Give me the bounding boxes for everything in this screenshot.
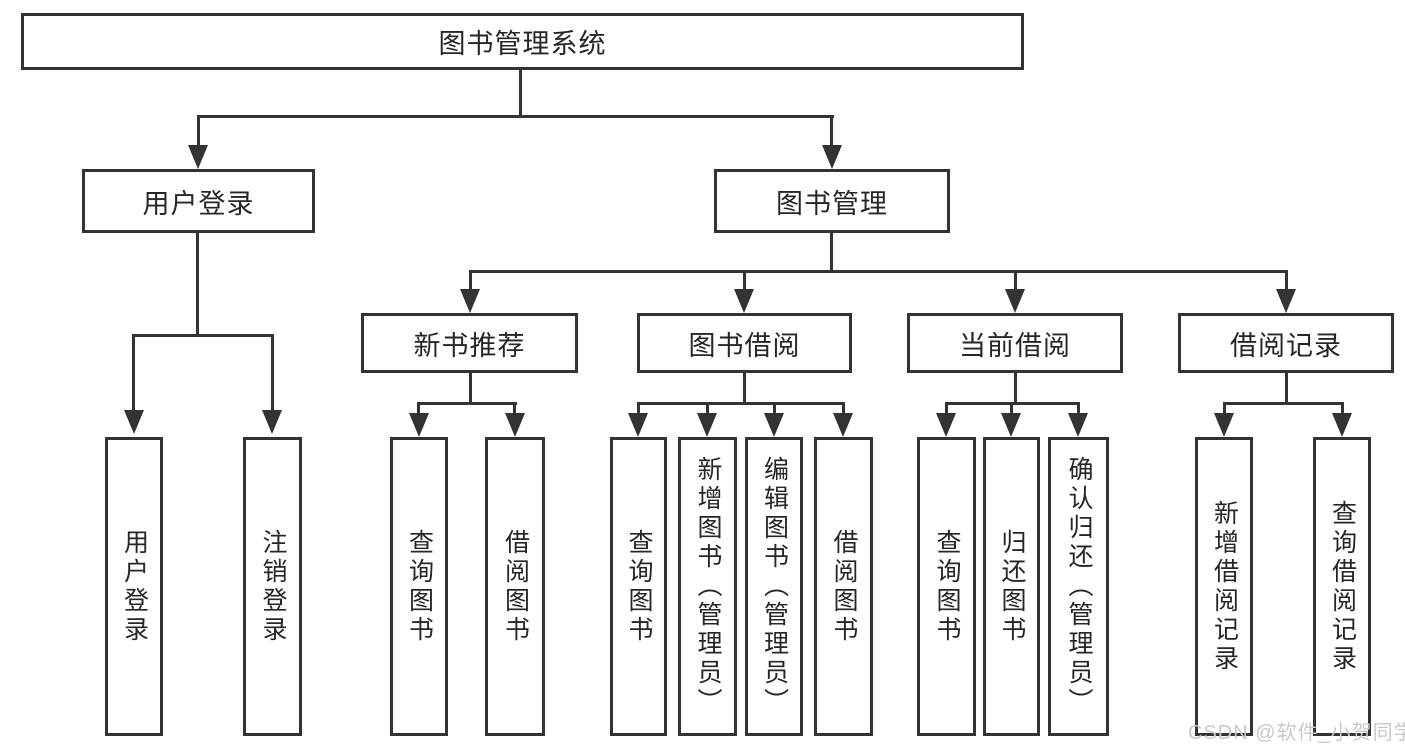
- node-user-login-label: 用户登录: [142, 188, 255, 219]
- connector-g1-hline: [418, 402, 517, 405]
- leaf-user-login: 用户登录: [105, 437, 163, 736]
- connector-g1-drop-1: [417, 402, 420, 415]
- leaf-confirm-return-admin-label: 确认归还（管理员）: [1065, 456, 1093, 717]
- arrow-down-current-borrow: [1005, 289, 1025, 313]
- leaf-edit-books-admin: 编辑图书（管理员）: [745, 437, 803, 736]
- leaf-confirm-return-admin: 确认归还（管理员）: [1048, 437, 1109, 736]
- arrow-down-g2-2: [697, 413, 717, 437]
- connector-g1-drop-2: [513, 402, 516, 415]
- connector-drop-borrow-record: [1285, 270, 1288, 292]
- leaf-query-books-3-label: 查询图书: [933, 528, 961, 645]
- connector-g2-drop-2: [706, 402, 709, 415]
- node-root-label: 图书管理系统: [438, 29, 607, 59]
- connector-book-management-stem: [830, 233, 833, 273]
- leaf-query-borrow-record-label: 查询借阅记录: [1328, 499, 1357, 674]
- arrow-down-g1-2: [505, 413, 525, 437]
- connector-g3-drop-3: [1077, 402, 1080, 415]
- connector-g2-drop-3: [773, 402, 776, 415]
- connector-drop-book-borrow: [743, 270, 746, 292]
- connector-user-login-hline: [132, 334, 274, 337]
- leaf-add-books-admin: 新增图书（管理员）: [678, 437, 737, 736]
- connector-g3-drop-2: [1010, 402, 1013, 415]
- arrow-down-book-borrow: [734, 289, 754, 313]
- node-current-borrow: 当前借阅: [907, 313, 1123, 373]
- leaf-borrow-books-2: 借阅图书: [814, 437, 873, 736]
- connector-drop-leaf-login: [132, 334, 135, 412]
- arrow-down-g3-3: [1068, 413, 1088, 437]
- arrow-down-new-book: [460, 289, 480, 313]
- connector-g4-drop-1: [1223, 402, 1226, 415]
- arrow-down-g2-3: [764, 413, 784, 437]
- connector-drop-leaf-logout: [271, 334, 274, 412]
- leaf-borrow-books-2-label: 借阅图书: [830, 528, 858, 645]
- leaf-borrow-books-1: 借阅图书: [485, 437, 545, 736]
- arrow-down-g3-2: [1001, 413, 1021, 437]
- arrow-down-leaf-login: [124, 410, 144, 434]
- connector-drop-user-login: [197, 115, 200, 147]
- connector-root-hline: [197, 115, 834, 118]
- arrow-down-leaf-logout: [262, 410, 282, 434]
- leaf-query-books-2: 查询图书: [610, 437, 667, 736]
- arrow-down-g2-4: [833, 413, 853, 437]
- leaf-query-books-3: 查询图书: [917, 437, 976, 736]
- arrow-down-borrow-record: [1276, 289, 1296, 313]
- arrow-down-book-management: [822, 145, 842, 169]
- node-book-borrow: 图书借阅: [637, 313, 852, 373]
- node-root: 图书管理系统: [21, 13, 1024, 70]
- node-new-book-recommend: 新书推荐: [361, 313, 578, 373]
- connector-g2-drop-1: [637, 402, 640, 415]
- node-new-book-recommend-label: 新书推荐: [413, 330, 526, 361]
- leaf-add-borrow-record-label: 新增借阅记录: [1210, 499, 1239, 674]
- arrow-down-g4-1: [1214, 413, 1234, 437]
- leaf-borrow-books-1-label: 借阅图书: [501, 528, 530, 645]
- connector-g4-hline: [1223, 402, 1343, 405]
- node-book-management-label: 图书管理: [776, 188, 888, 219]
- connector-g3-stem: [1014, 373, 1017, 405]
- connector-g3-drop-1: [945, 402, 948, 415]
- leaf-edit-books-admin-label: 编辑图书（管理员）: [760, 456, 789, 717]
- connector-level3-hline: [469, 270, 1287, 273]
- connector-g4-drop-2: [1341, 402, 1344, 415]
- connector-g2-hline: [637, 402, 845, 405]
- arrow-down-g3-1: [936, 413, 956, 437]
- leaf-return-books: 归还图书: [983, 437, 1040, 736]
- leaf-query-books-1: 查询图书: [390, 437, 448, 736]
- connector-root-stem: [519, 70, 522, 117]
- connector-g2-stem: [743, 373, 746, 405]
- leaf-query-books-2-label: 查询图书: [625, 528, 653, 645]
- node-user-login: 用户登录: [82, 169, 315, 233]
- arrow-down-g4-2: [1332, 413, 1352, 437]
- leaf-return-books-label: 归还图书: [998, 528, 1026, 645]
- node-borrow-record: 借阅记录: [1178, 313, 1394, 373]
- connector-user-login-stem: [196, 233, 199, 337]
- leaf-query-books-1-label: 查询图书: [405, 528, 434, 645]
- connector-g2-drop-4: [842, 402, 845, 415]
- connector-g1-stem: [469, 373, 472, 405]
- csdn-watermark: CSDN @软件_小贺同学: [1188, 722, 1405, 744]
- leaf-query-borrow-record: 查询借阅记录: [1313, 437, 1371, 736]
- node-book-borrow-label: 图书借阅: [688, 330, 801, 361]
- leaf-add-books-admin-label: 新增图书（管理员）: [694, 456, 722, 717]
- leaf-logout-label: 注销登录: [259, 528, 287, 645]
- arrow-down-g2-1: [628, 413, 648, 437]
- node-borrow-record-label: 借阅记录: [1230, 330, 1342, 361]
- connector-drop-book-management: [830, 115, 833, 147]
- node-book-management: 图书管理: [714, 169, 950, 233]
- connector-g4-stem: [1285, 373, 1288, 405]
- arrow-down-g1-1: [409, 413, 429, 437]
- leaf-logout: 注销登录: [243, 437, 302, 736]
- connector-drop-new-book: [469, 270, 472, 292]
- leaf-add-borrow-record: 新增借阅记录: [1195, 437, 1253, 736]
- node-current-borrow-label: 当前借阅: [959, 330, 1071, 361]
- connector-drop-current-borrow: [1014, 270, 1017, 292]
- arrow-down-user-login: [188, 145, 208, 169]
- leaf-user-login-label: 用户登录: [120, 528, 149, 645]
